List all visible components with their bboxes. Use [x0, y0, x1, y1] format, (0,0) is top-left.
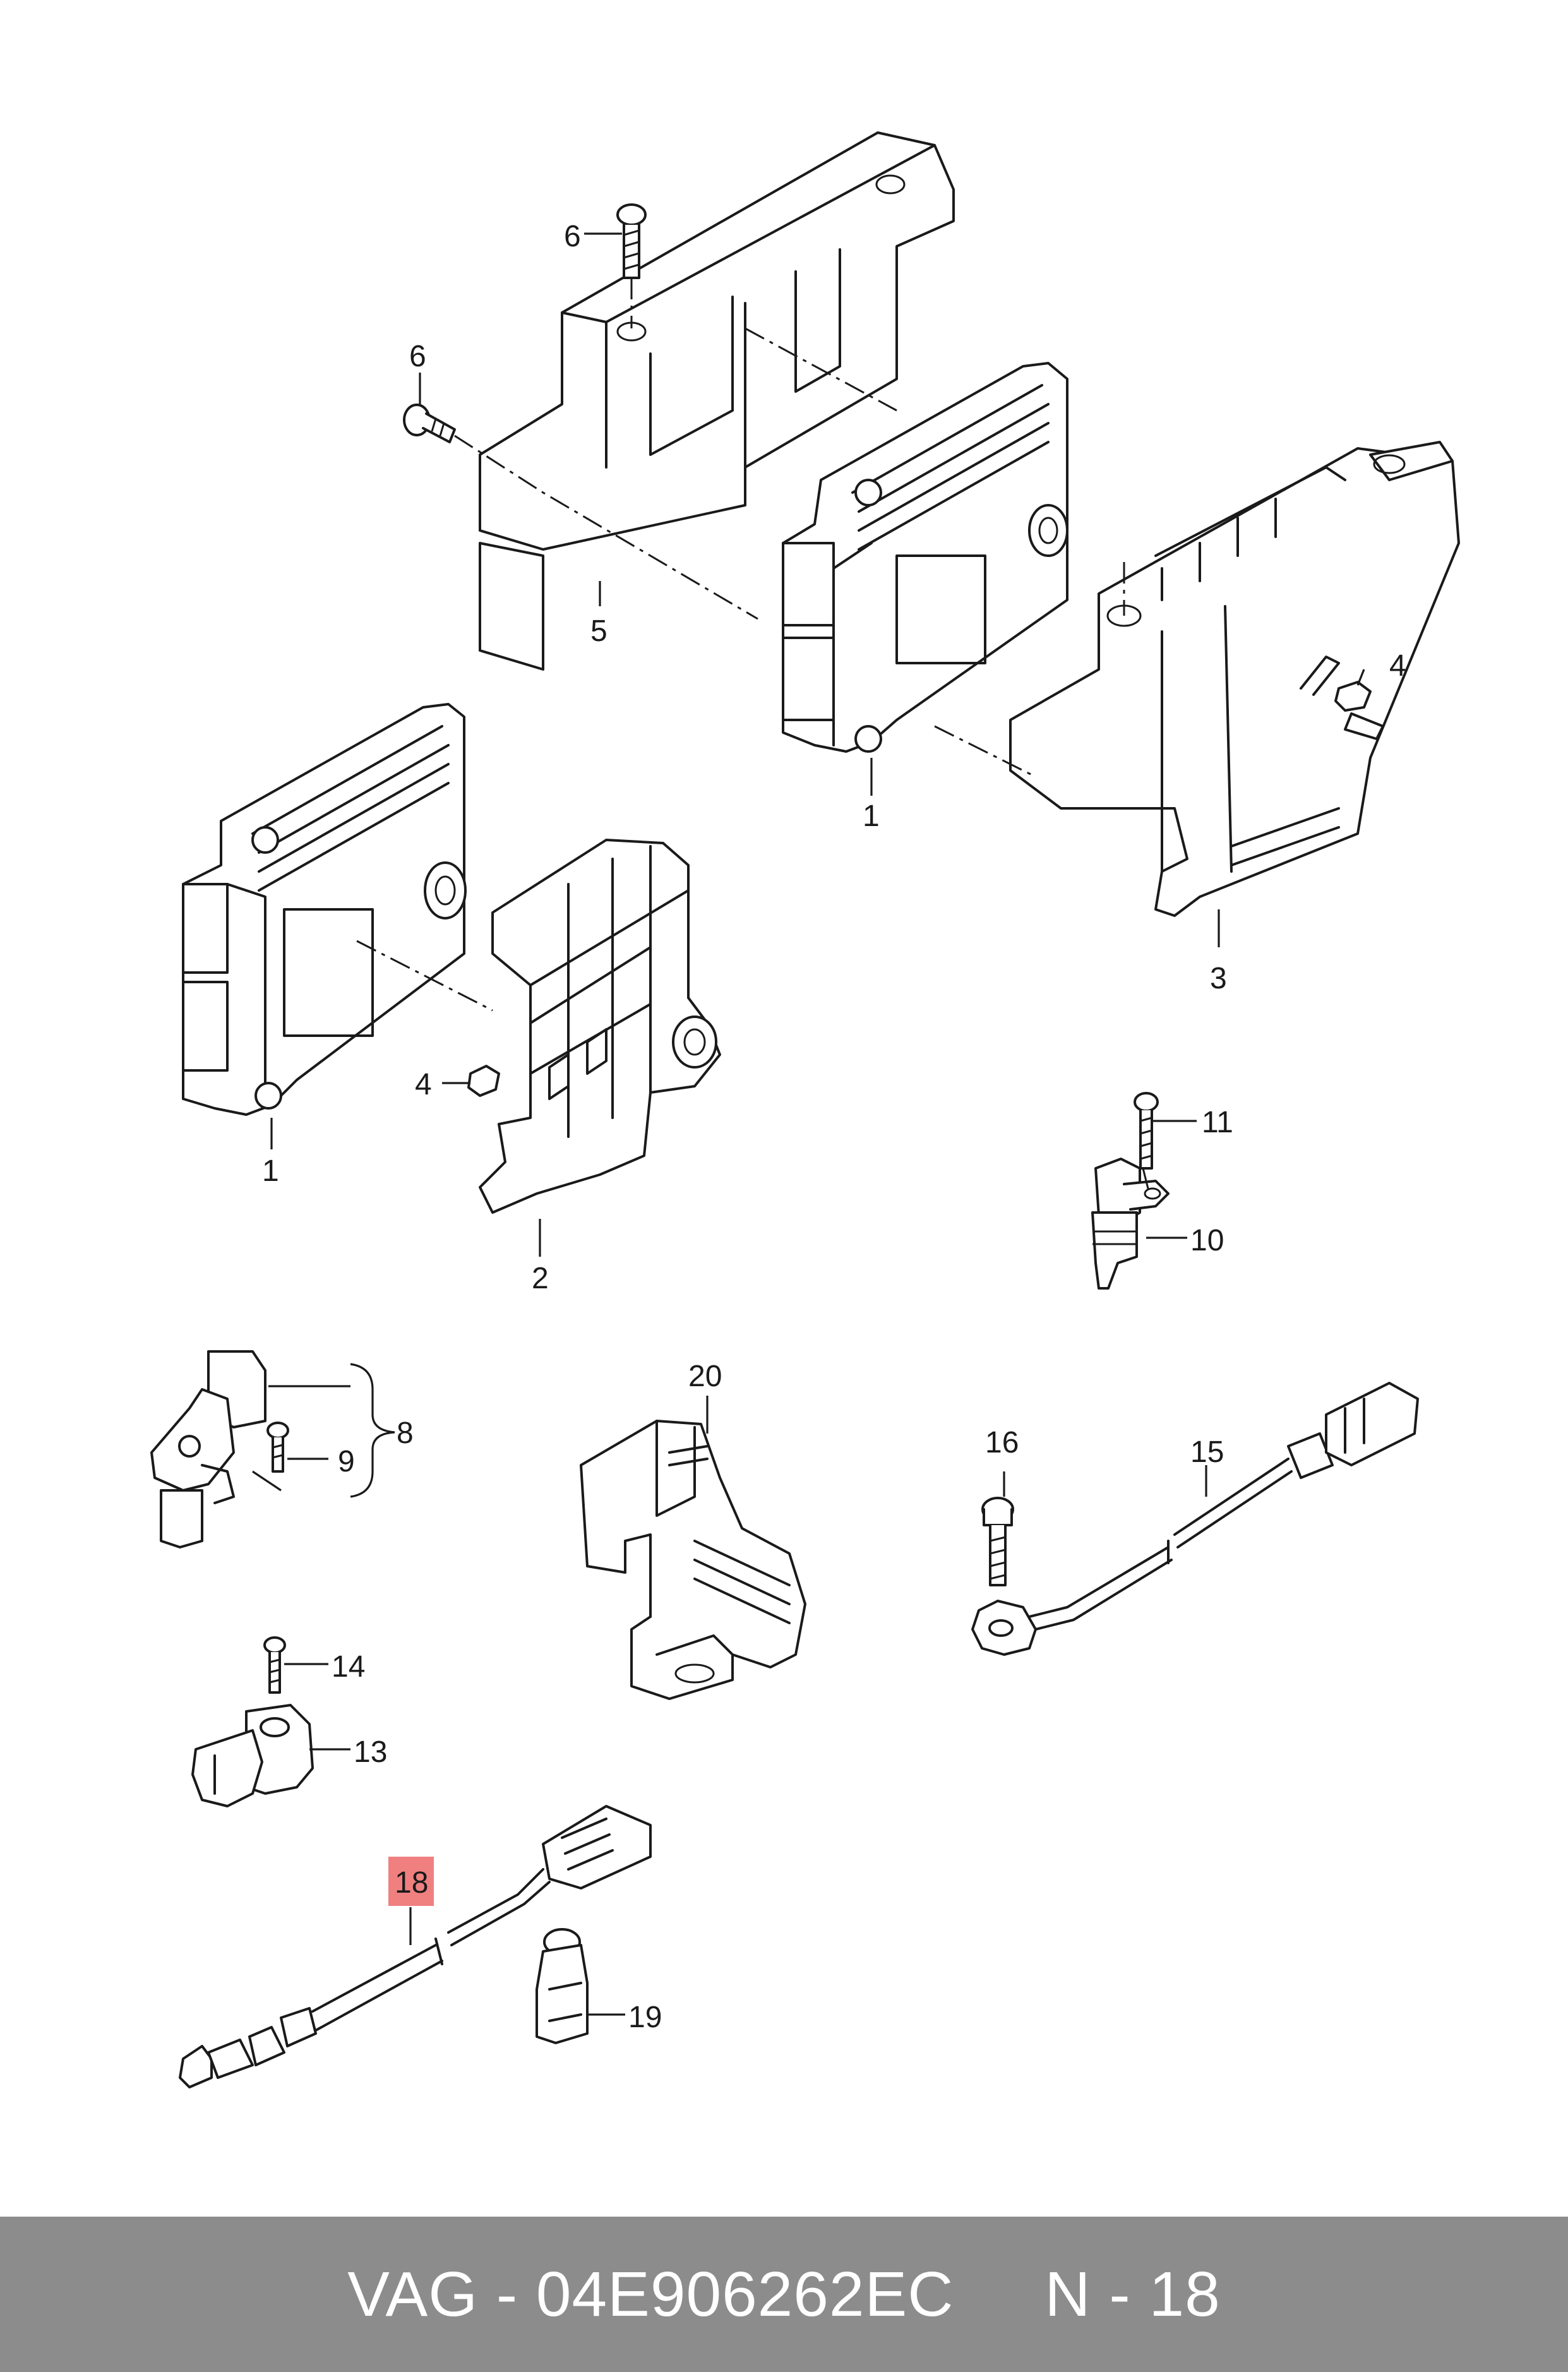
callout-14: 14 [332, 1650, 365, 1684]
part-18-lambda-sensor [179, 1805, 652, 2088]
part-2-bracket [479, 839, 721, 1214]
callout-13: 13 [354, 1735, 387, 1769]
part-1-control-unit-lower [182, 703, 467, 1116]
part-15-knock-sensor [971, 1382, 1419, 1656]
diagram-position-label: N - 18 [1044, 2258, 1221, 2330]
part-number-footer: VAG - 04E906262EC N - 18 [0, 2217, 1568, 2372]
assembly-dash-lines [356, 278, 1151, 1194]
callout-2: 2 [532, 1262, 549, 1295]
part-20-holder [580, 1420, 806, 1700]
callout-11: 11 [1202, 1106, 1233, 1139]
callout-4-lower: 4 [415, 1068, 432, 1101]
callout-9: 9 [338, 1445, 355, 1478]
parts-diagram: 6 6 5 1 4 3 1 4 2 11 10 8 9 20 16 15 14 … [150, 131, 1460, 2088]
callout-16: 16 [985, 1426, 1019, 1459]
callout-18: 18 [395, 1866, 428, 1900]
part-1-control-unit-upper [782, 362, 1068, 753]
callout-3: 3 [1210, 962, 1227, 995]
part-4-nut-upper [1334, 681, 1384, 740]
part-3-bracket [1009, 441, 1460, 917]
part-16-bolt [981, 1497, 1014, 1586]
callout-1-lower: 1 [262, 1154, 279, 1188]
part-5-cover-bracket [479, 131, 955, 671]
callout-19: 19 [628, 2001, 662, 2034]
callout-10: 10 [1190, 1224, 1224, 1257]
callout-4-upper: 4 [1389, 649, 1406, 683]
callout-labels: 6 6 5 1 4 3 1 4 2 11 10 8 9 20 16 15 14 … [262, 220, 1406, 2034]
part-8-sensor [150, 1350, 266, 1548]
part-13-knock-sensor [191, 1704, 314, 1807]
part-4-nut-lower [467, 1065, 500, 1097]
callout-5: 5 [590, 614, 607, 648]
part-11-bolt [1134, 1092, 1159, 1170]
part-10-speed-sensor [1091, 1158, 1170, 1290]
callout-1-upper: 1 [863, 800, 880, 833]
callout-15: 15 [1190, 1435, 1224, 1469]
footer-spacer [954, 2258, 1044, 2331]
part-6-bolt-left [403, 404, 456, 443]
callout-18-highlight [388, 1857, 434, 1906]
callout-8: 8 [397, 1417, 414, 1450]
part-number-label: VAG - 04E906262EC [347, 2258, 954, 2330]
part-19-clamp [536, 1928, 589, 2044]
callout-leader-lines [270, 232, 1365, 2016]
exploded-view-drawing: 6 6 5 1 4 3 1 4 2 11 10 8 9 20 16 15 14 … [150, 131, 1460, 2088]
brace-8 [252, 1363, 395, 1498]
callout-6-left: 6 [409, 340, 426, 373]
part-14-bolt [263, 1636, 286, 1694]
callout-20: 20 [688, 1360, 722, 1393]
part-9-bolt [266, 1422, 289, 1473]
callout-6-top: 6 [564, 220, 581, 253]
